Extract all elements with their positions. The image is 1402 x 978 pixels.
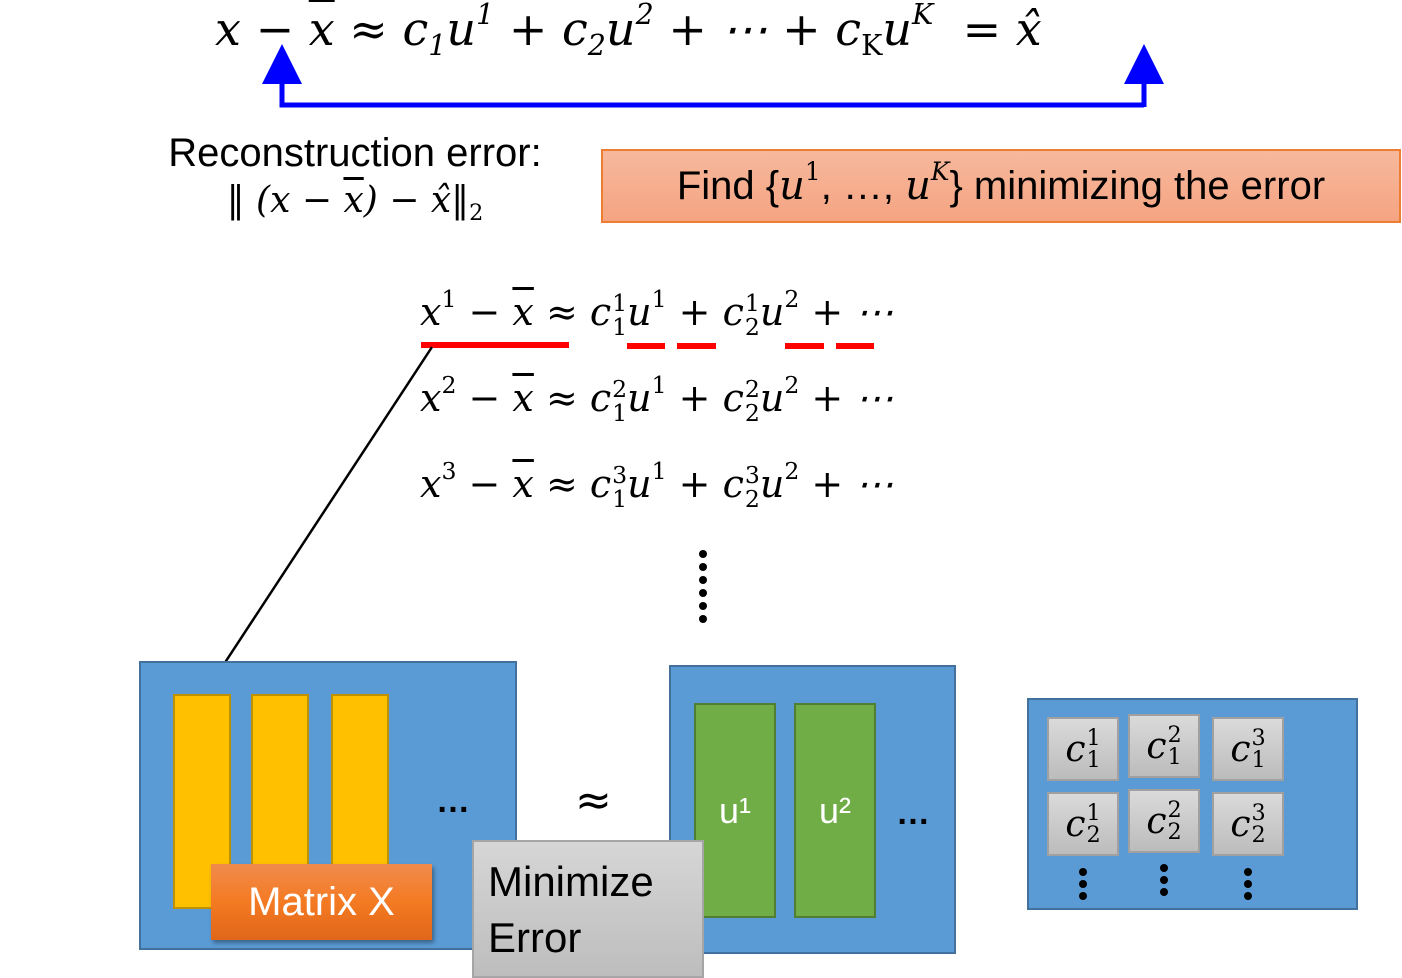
matrix-c-col3-vdots: [1238, 868, 1258, 900]
u1-label: u¹: [718, 789, 751, 831]
minimize-error-box: Minimize Error: [472, 840, 704, 978]
goal-box: Find {u1, …, uK} minimizing the error: [601, 149, 1401, 223]
minimize-line-2: Error: [488, 914, 582, 961]
reconstruction-error-label: Reconstruction error:: [168, 131, 542, 175]
matrix-x-ellipsis: …: [436, 782, 471, 820]
top-equation: x − x ≈ c1u1 + c2u2 + ⋯ + cKuK = x̂: [215, 0, 1042, 62]
approx-sign: ≈: [575, 775, 612, 826]
matrix-c-col1-vdots: [1073, 868, 1093, 900]
matrix-u-column-1: u¹: [694, 703, 776, 918]
goal-text: Find {u1, …, uK} minimizing the error: [676, 157, 1326, 209]
minimize-line-1: Minimize: [488, 858, 654, 905]
matrix-x-label: Matrix X: [211, 864, 432, 940]
reconstruction-error-formula: ‖ (x − x) − x̂‖2: [226, 180, 484, 226]
blue-bracket-arrow: [262, 44, 1144, 108]
matrix-c-col2-vdots: [1154, 864, 1174, 896]
black-pointer-arrow: [204, 346, 434, 695]
u2-label: u²: [818, 789, 851, 831]
matrix-u-column-2: u²: [794, 703, 876, 918]
matrix-u-ellipsis: …: [896, 794, 931, 832]
vertical-ellipsis: [693, 550, 713, 623]
